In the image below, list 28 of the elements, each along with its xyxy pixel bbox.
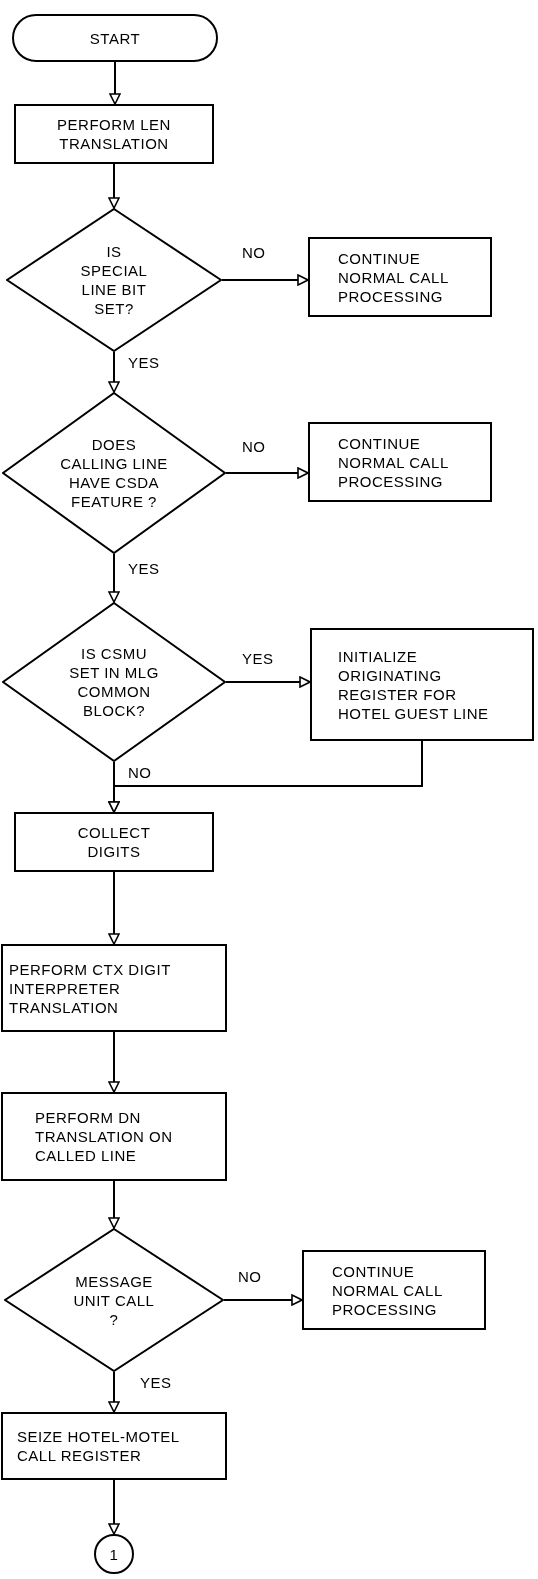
process-box: CONTINUE NORMAL CALL PROCESSING bbox=[302, 1250, 486, 1330]
process-box: SEIZE HOTEL-MOTEL CALL REGISTER bbox=[1, 1412, 227, 1480]
arrow bbox=[225, 467, 309, 479]
process-box: PERFORM CTX DIGIT INTERPRETER TRANSLATION bbox=[1, 944, 227, 1032]
terminal-box: START bbox=[12, 14, 218, 62]
arrow bbox=[108, 351, 120, 393]
decision-diamond: IS SPECIAL LINE BIT SET? bbox=[6, 208, 222, 352]
arrow bbox=[221, 274, 309, 286]
decision-diamond: IS CSMU SET IN MLG COMMON BLOCK? bbox=[2, 602, 226, 762]
arrow bbox=[108, 871, 120, 945]
arrow bbox=[109, 61, 121, 105]
decision-diamond: DOES CALLING LINE HAVE CSDA FEATURE ? bbox=[2, 392, 226, 554]
arrow bbox=[108, 163, 120, 209]
arrow bbox=[108, 1479, 120, 1535]
arrow bbox=[108, 740, 423, 813]
process-box: COLLECT DIGITS bbox=[14, 812, 214, 872]
arrow bbox=[108, 1180, 120, 1229]
arrow bbox=[108, 1371, 120, 1413]
process-box: PERFORM LEN TRANSLATION bbox=[14, 104, 214, 164]
process-box: PERFORM DN TRANSLATION ON CALLED LINE bbox=[1, 1092, 227, 1181]
process-box: CONTINUE NORMAL CALL PROCESSING bbox=[308, 237, 492, 317]
arrow bbox=[225, 676, 311, 688]
arrow bbox=[223, 1294, 303, 1306]
arrow bbox=[108, 553, 120, 603]
arrow bbox=[108, 1031, 120, 1093]
process-box: CONTINUE NORMAL CALL PROCESSING bbox=[308, 422, 492, 502]
decision-diamond: MESSAGE UNIT CALL ? bbox=[4, 1228, 224, 1372]
process-box: INITIALIZE ORIGINATING REGISTER FOR HOTEL GUEST LINE bbox=[310, 628, 534, 741]
